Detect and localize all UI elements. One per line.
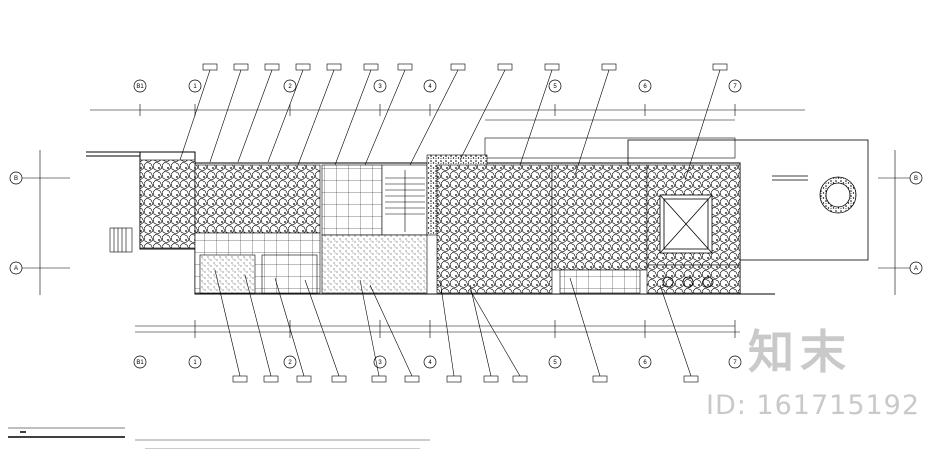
- axis-bubbles-side: B A B A: [9, 150, 923, 295]
- axis-bubbles-bottom: B1 1 2 3 4 5 6 7: [133, 355, 742, 369]
- watermark-id: ID: 161715192: [706, 390, 921, 421]
- svg-text:A: A: [14, 266, 18, 272]
- svg-text:4: 4: [428, 360, 432, 366]
- svg-text:1: 1: [193, 360, 197, 366]
- floor-finish-zones: [139, 154, 741, 294]
- svg-text:5: 5: [553, 84, 557, 90]
- axis-bubble: B1: [133, 355, 147, 369]
- callout-tags-top: [179, 63, 728, 181]
- top-dimension-line: [90, 104, 805, 121]
- axis-bubble: 7: [728, 355, 742, 369]
- axis-bubble: B: [9, 171, 23, 185]
- courtyard: [659, 175, 857, 288]
- svg-text:6: 6: [643, 360, 647, 366]
- svg-text:A: A: [914, 266, 918, 272]
- svg-text:2: 2: [288, 84, 292, 90]
- svg-text:B: B: [914, 176, 918, 182]
- svg-text:4: 4: [428, 84, 432, 90]
- axis-bubble: 4: [423, 79, 437, 93]
- axis-bubble: 6: [638, 355, 652, 369]
- svg-text:1: 1: [193, 84, 197, 90]
- axis-bubble: 4: [423, 355, 437, 369]
- axis-bubble: A: [9, 261, 23, 275]
- staircase: [109, 170, 425, 253]
- axis-bubble: B: [909, 171, 923, 185]
- axis-bubble: 1: [188, 79, 202, 93]
- axis-bubble: 5: [548, 355, 562, 369]
- axis-bubble: 3: [373, 79, 387, 93]
- callout-tags-bottom: [214, 269, 699, 383]
- svg-text:3: 3: [378, 360, 382, 366]
- axis-bubble: B1: [133, 79, 147, 93]
- axis-bubble: 5: [548, 79, 562, 93]
- axis-bubble: 3: [373, 355, 387, 369]
- svg-text:6: 6: [643, 84, 647, 90]
- svg-text:5: 5: [553, 360, 557, 366]
- axis-bubble: 6: [638, 79, 652, 93]
- svg-text:7: 7: [733, 84, 737, 90]
- axis-bubble: 2: [283, 79, 297, 93]
- bottom-dimension-line: [135, 320, 740, 338]
- watermark-logo: 知末: [748, 325, 852, 379]
- svg-text:2: 2: [288, 360, 292, 366]
- svg-text:B: B: [14, 176, 18, 182]
- svg-text:7: 7: [733, 360, 737, 366]
- svg-text:3: 3: [378, 84, 382, 90]
- axis-bubbles-top: B1 1 2 3 4 5 6 7: [133, 79, 742, 93]
- svg-text:B1: B1: [136, 360, 144, 366]
- axis-bubble: A: [909, 261, 923, 275]
- axis-bubble: 2: [283, 355, 297, 369]
- axis-bubble: 1: [188, 355, 202, 369]
- axis-bubble: 7: [728, 79, 742, 93]
- svg-text:B1: B1: [136, 84, 144, 90]
- title-block: [8, 427, 430, 449]
